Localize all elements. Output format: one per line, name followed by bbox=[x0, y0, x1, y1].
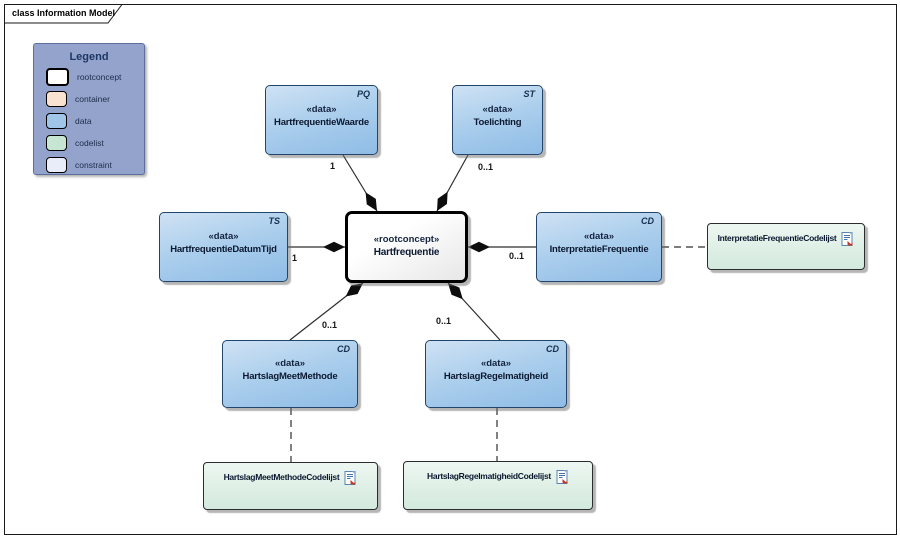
node-hartslagmeetmethode: CD «data» HartslagMeetMethode bbox=[222, 340, 358, 408]
multiplicity-toelichting: 0..1 bbox=[478, 162, 494, 172]
node-interpretatiefrequentie: CD «data» InterpretatieFrequentie bbox=[536, 212, 662, 282]
multiplicity-datumtijd: 1 bbox=[292, 253, 298, 263]
connector-regelmatigheid-root bbox=[447, 282, 501, 341]
node-name: InterpretatieFrequentie bbox=[549, 244, 649, 255]
node-toelichting: ST «data» Toelichting bbox=[452, 85, 543, 155]
codelist-name: HartslagRegelmatigheidCodelijst bbox=[427, 471, 551, 481]
legend-item-codelist: codelist bbox=[46, 134, 144, 151]
data-swatch bbox=[46, 112, 67, 129]
legend-item-label: container bbox=[75, 93, 110, 104]
codelist-swatch bbox=[46, 134, 67, 151]
connector-meetmethode-root bbox=[289, 282, 364, 341]
node-name: HartslagRegelmatigheid bbox=[443, 371, 549, 382]
codelist-document-icon bbox=[556, 470, 568, 484]
node-hartfrequentiedatumtijd: TS «data» HartfrequentieDatumTijd bbox=[159, 212, 288, 282]
constraint-swatch bbox=[46, 156, 67, 173]
datatype-label: CD bbox=[546, 344, 559, 354]
node-hartfrequentie-rootconcept: «rootconcept» Hartfrequentie bbox=[345, 211, 468, 283]
stereotype-label: «data» bbox=[480, 358, 512, 369]
codelist-hartslagmeetmethode: HartslagMeetMethodeCodelijst bbox=[203, 462, 378, 510]
diagram-frame bbox=[4, 4, 897, 535]
legend: Legend rootconcept container data codeli… bbox=[33, 43, 145, 175]
datatype-label: PQ bbox=[356, 89, 370, 99]
diagram-tab-outline bbox=[4, 4, 123, 24]
legend-item-label: codelist bbox=[75, 137, 104, 148]
codelist-document-icon bbox=[344, 471, 356, 485]
datatype-label: TS bbox=[268, 216, 280, 226]
multiplicity-meetmethode: 0..1 bbox=[322, 320, 338, 330]
stereotype-label: «data» bbox=[208, 231, 239, 242]
legend-item-constraint: constraint bbox=[46, 156, 144, 173]
legend-item-data: data bbox=[46, 112, 144, 129]
codelist-name: InterpretatieFrequentieCodelijst bbox=[717, 233, 837, 243]
legend-item-container: container bbox=[46, 90, 144, 107]
node-name: Toelichting bbox=[473, 117, 522, 128]
stereotype-label: «data» bbox=[274, 358, 306, 369]
multiplicity-interpretatie: 0..1 bbox=[509, 251, 525, 261]
node-name: Hartfrequentie bbox=[373, 247, 440, 258]
codelist-document-icon bbox=[841, 232, 853, 246]
legend-item-rootconcept: rootconcept bbox=[46, 67, 144, 86]
legend-item-label: rootconcept bbox=[77, 71, 122, 82]
datatype-label: CD bbox=[337, 344, 350, 354]
node-hartslagregelmatigheid: CD «data» HartslagRegelmatigheid bbox=[425, 340, 567, 408]
stereotype-label: «data» bbox=[306, 104, 337, 115]
datatype-label: CD bbox=[641, 216, 654, 226]
node-name: HartslagMeetMethode bbox=[242, 371, 338, 382]
diagram-tab-label: class Information Model bbox=[12, 8, 116, 18]
legend-item-label: data bbox=[75, 115, 92, 126]
multiplicity-regelmatigheid: 0..1 bbox=[436, 316, 452, 326]
connector-waarde-root bbox=[342, 154, 378, 212]
codelist-interpretatiefrequentie: InterpretatieFrequentieCodelijst bbox=[707, 223, 865, 270]
connector-toelichting-root bbox=[436, 154, 469, 212]
rootconcept-swatch bbox=[46, 67, 69, 86]
stereotype-label: «data» bbox=[482, 104, 513, 115]
stereotype-label: «data» bbox=[583, 231, 615, 242]
legend-title: Legend bbox=[69, 51, 109, 63]
node-hartfrequentiewaarde: PQ «data» HartfrequentieWaarde bbox=[265, 85, 378, 155]
codelist-hartslagregelmatigheid: HartslagRegelmatigheidCodelijst bbox=[403, 461, 593, 510]
legend-item-label: constraint bbox=[75, 159, 112, 170]
stereotype-label: «rootconcept» bbox=[373, 234, 440, 245]
node-name: HartfrequentieWaarde bbox=[274, 117, 369, 128]
codelist-name: HartslagMeetMethodeCodelijst bbox=[223, 472, 340, 482]
node-name: HartfrequentieDatumTijd bbox=[170, 244, 277, 255]
container-swatch bbox=[46, 90, 67, 107]
multiplicity-waarde: 1 bbox=[330, 161, 336, 171]
datatype-label: ST bbox=[523, 89, 535, 99]
